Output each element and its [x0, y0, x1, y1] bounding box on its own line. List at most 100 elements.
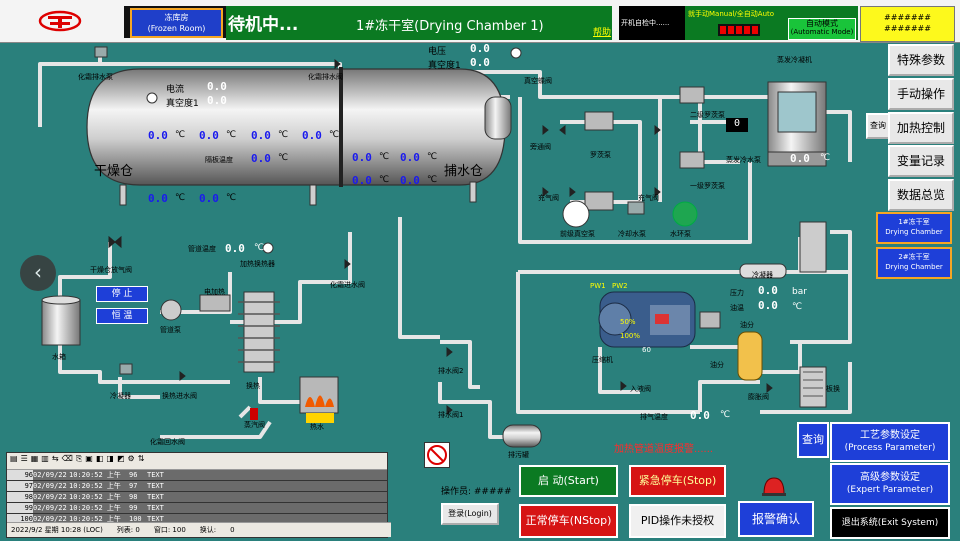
row-num: 97: [129, 482, 138, 490]
top-voltage-value: 0.0: [470, 42, 490, 55]
pid-operation-button[interactable]: PID操作未授权: [629, 504, 726, 538]
water-tank: [41, 299, 81, 346]
prev-page-button[interactable]: ‹: [20, 255, 56, 291]
trap-temp-4: 0.0: [400, 174, 420, 187]
log-status-window: 窗口: 100: [153, 526, 186, 534]
help-link[interactable]: 帮助: [593, 28, 612, 38]
toolbar-icon[interactable]: ▤: [10, 454, 18, 463]
label-exchange-in: 换热进水阀: [162, 392, 197, 400]
trap-temp-3: 0.0: [352, 174, 372, 187]
alarm-confirm-button[interactable]: 报警确认: [738, 501, 814, 537]
data-overview-button[interactable]: 数据总览: [888, 179, 954, 211]
label-cond-valve: 冷凝器: [110, 392, 131, 400]
tower-temp-unit: ℃: [820, 153, 831, 163]
label-tower: 蒸发冷凝机: [777, 56, 812, 64]
row-index: 99: [7, 503, 33, 513]
label-dry-vent: 干燥仓放气阀: [90, 266, 132, 274]
plate-temp-label: 隔板温度: [205, 156, 233, 164]
exit-system-button[interactable]: 退出系统(Exit System): [830, 507, 950, 539]
plate-exchanger: [799, 366, 827, 408]
normal-stop-button[interactable]: 正常停车(NStop): [519, 504, 618, 538]
dry-temp-1: 0.0: [148, 129, 168, 142]
label-100: 100%: [620, 332, 641, 340]
mode-indicator: [718, 24, 760, 36]
toolbar-icon[interactable]: ⚙: [127, 454, 135, 463]
alarm-siren-icon: [760, 474, 788, 496]
exhaust-temp-unit: ℃: [720, 410, 731, 420]
label-pw2: PW2: [612, 282, 628, 290]
stop-button[interactable]: 停 止: [96, 286, 148, 302]
hold-temp-button[interactable]: 恒 温: [96, 308, 148, 324]
query-small-button[interactable]: 查询: [866, 113, 890, 139]
toolbar-icon[interactable]: ▦: [30, 454, 39, 463]
pipe-temp-value: 0.0: [225, 242, 245, 255]
toolbar-icon[interactable]: ⇅: [137, 454, 145, 463]
login-button[interactable]: 登录(Login): [441, 503, 499, 525]
label-oil-heat: 油分: [740, 321, 754, 329]
emergency-stop-button[interactable]: 紧急停车(Stop): [629, 465, 726, 497]
row-time: 10:20:52 上午: [69, 493, 121, 501]
label-inflate2: 充气阀: [638, 194, 659, 202]
table-row[interactable]: 99 02/09/22 10:20:52 上午 99 TEXT: [7, 503, 387, 514]
auto-mode-button[interactable]: 自动模式 (Automatic Mode): [788, 18, 856, 40]
label-oil-sep: 油分: [710, 361, 724, 369]
chamber-1-label: 1#冻干室: [898, 218, 930, 226]
row-date: 02/09/22: [33, 493, 67, 501]
log-toolbar: ▤☰▦▥⇆⌫⎘▣◧◨◩⚙⇅: [7, 453, 387, 470]
toolbar-icon[interactable]: ▣: [85, 454, 93, 463]
expert-parameter-label: 高级参数设定: [860, 472, 920, 483]
toolbar-icon[interactable]: ◧: [95, 454, 104, 463]
toolbar-icon[interactable]: ▥: [41, 454, 49, 463]
process-parameter-button[interactable]: 工艺参数设定 (Process Parameter): [830, 422, 950, 462]
log-status-date: 2022/9/2 星期 10:28 (LOC): [11, 526, 103, 534]
toolbar-icon[interactable]: ◨: [106, 454, 114, 463]
chamber-1-sub: Drying Chamber: [885, 228, 943, 236]
toolbar-icon[interactable]: ⎘: [75, 454, 83, 463]
table-row[interactable]: 98 02/09/22 10:20:52 上午 98 TEXT: [7, 492, 387, 503]
unit-c: ℃: [379, 152, 390, 162]
label-pipe-temp: 管道温度: [188, 245, 216, 253]
table-row[interactable]: 96 02/09/22 10:20:52 上午 96 TEXT: [7, 470, 387, 481]
label-roots1: 一级罗茨泵: [690, 182, 725, 190]
label-cooling-pump: 冷却水泵: [618, 230, 646, 238]
heating-control-button[interactable]: 加热控制: [888, 112, 954, 144]
dry-chamber-label: 干燥仓: [94, 164, 134, 179]
toolbar-icon[interactable]: ☰: [20, 454, 28, 463]
chamber-1-button[interactable]: 1#冻干室 Drying Chamber: [876, 212, 952, 244]
row-time: 10:20:52 上午: [69, 515, 121, 523]
log-status-cols: 列表: 0: [116, 526, 140, 534]
toolbar-icon[interactable]: ⇆: [51, 454, 59, 463]
operator-label: 操作员: #####: [441, 487, 512, 497]
auto-mode-label: 自动模式: [806, 19, 838, 28]
label-primary-pump: 前级真空泵: [560, 230, 595, 238]
manual-operation-button[interactable]: 手动操作: [888, 78, 954, 110]
row-num: 98: [129, 493, 138, 501]
special-params-button[interactable]: 特殊参数: [888, 44, 954, 76]
label-evaporator: 板换: [826, 385, 840, 393]
table-row[interactable]: 97 02/09/22 10:20:52 上午 97 TEXT: [7, 481, 387, 492]
label-inflate: 充气阀: [538, 194, 559, 202]
query-button[interactable]: 查询: [797, 422, 829, 458]
label-drain1: 排水阀1: [438, 411, 464, 419]
auto-mode-sub: (Automatic Mode): [790, 28, 854, 36]
log-table: 96 02/09/22 10:20:52 上午 96 TEXT 97 02/09…: [7, 470, 387, 525]
start-button[interactable]: 启 动(Start): [519, 465, 618, 497]
label-water-tank: 水箱: [52, 353, 66, 361]
unit-c: ℃: [427, 152, 438, 162]
tower-segment-display: 0: [726, 118, 748, 132]
unit-c: ℃: [329, 130, 340, 140]
variable-record-button[interactable]: 变量记录: [888, 145, 954, 177]
toolbar-icon[interactable]: ◩: [116, 454, 125, 463]
label-inlet-valve: 入液阀: [630, 385, 651, 393]
alarm-log-panel: ▤☰▦▥⇆⌫⎘▣◧◨◩⚙⇅ 96 02/09/22 10:20:52 上午 96…: [6, 452, 391, 538]
toolbar-icon[interactable]: ⌫: [61, 454, 73, 463]
row-index: 96: [7, 470, 33, 480]
expert-parameter-button[interactable]: 高级参数设定 (Expert Parameter): [830, 463, 950, 505]
chamber-2-button[interactable]: 2#冻干室 Drying Chamber: [876, 247, 952, 279]
unit-c: ℃: [278, 153, 289, 163]
frozen-room-button[interactable]: 冻库房 (Frozen Room): [130, 8, 223, 38]
process-diagram: [38, 46, 852, 448]
vacuum1-value: 0.0: [207, 94, 227, 107]
trap-temp-1: 0.0: [352, 151, 372, 164]
log-status-zero: 0: [230, 526, 235, 534]
